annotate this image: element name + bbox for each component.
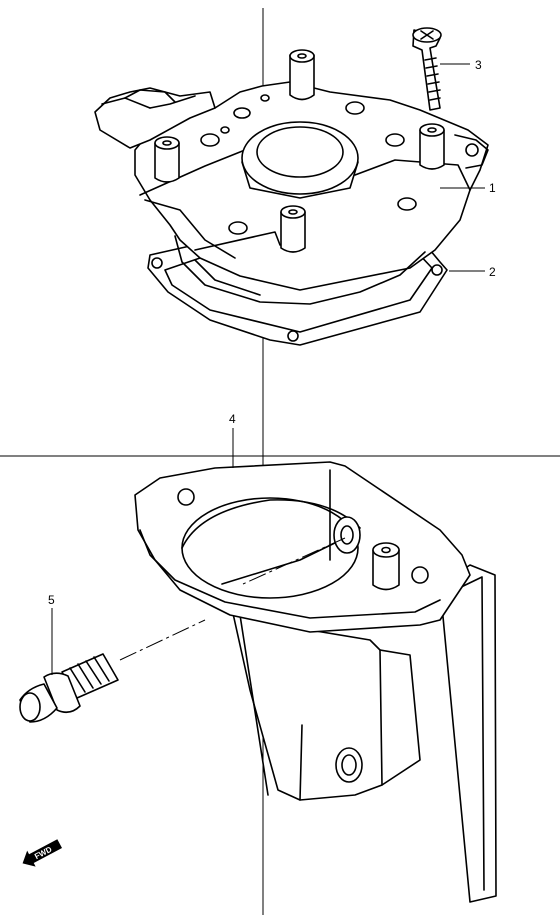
part-1-housing [94,49,489,305]
part-3-screw [412,27,442,111]
part-4-bracket [134,461,497,903]
callout-2: 2 [489,265,496,279]
bracket-dash-line [242,537,346,585]
callout-3: 3 [475,58,482,72]
callout-4: 4 [229,412,236,426]
callout-1: 1 [489,181,496,195]
fwd-arrow-icon: FWD [22,839,63,867]
callout-5: 5 [48,593,55,607]
part-5-bolt [19,653,119,723]
bolt-dash-line [119,619,206,661]
